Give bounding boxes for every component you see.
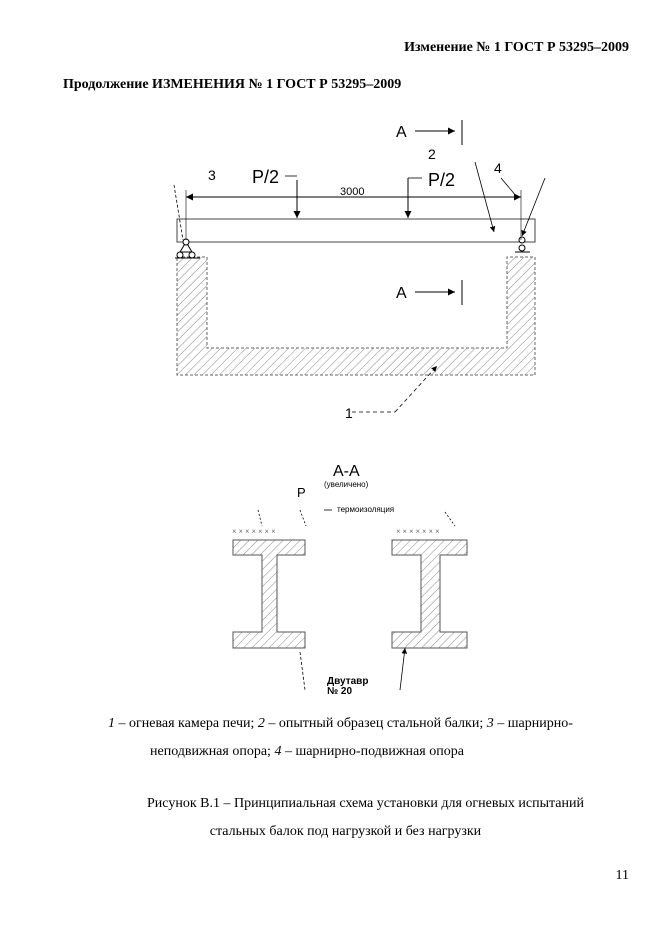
span-label: 3000: [340, 186, 364, 198]
legend-num-3: 3: [486, 716, 494, 731]
legend-text-4: – шарнирно-подвижная опора: [281, 744, 464, 759]
caption-line-1: Рисунок В.1 – Принципиальная схема устан…: [147, 796, 584, 811]
i-beam-right: [391, 539, 468, 649]
caption-line-2: стальных балок под нагрузкой и без нагру…: [209, 824, 482, 839]
section-label-bottom: А: [396, 285, 407, 302]
section-title: А-А: [333, 463, 360, 480]
roller-support: [515, 236, 530, 253]
section-load-label: P: [297, 485, 306, 500]
beam-label-line2: № 20: [327, 686, 352, 697]
insulation-label: термоизоляция: [337, 505, 394, 514]
span-dimension: [185, 190, 522, 240]
load-right-label: P/2: [428, 170, 455, 190]
load-arrows: [285, 175, 422, 218]
svg-text:× × × × × × ×: × × × × × × ×: [232, 527, 276, 536]
steel-beam: [176, 218, 536, 243]
beam-label-line1: Двутавр: [327, 676, 368, 687]
section-label-top: А: [396, 124, 407, 141]
callout-leaders: [173, 161, 546, 413]
svg-text:× × × × × × ×: × × × × × × ×: [396, 527, 440, 536]
legend-num-1: 1: [108, 716, 115, 731]
legend-num-2: 2: [257, 716, 265, 731]
section-subtitle: (увеличено): [324, 480, 369, 489]
callout-4: 4: [494, 160, 502, 176]
insulation-marks: × × × × × × × × × × × × × ×: [232, 527, 440, 536]
callout-1: 1: [345, 405, 353, 421]
figure-legend: 1 – огневая камера печи; 2 – опытный обр…: [60, 710, 640, 766]
furnace-chamber: [176, 256, 536, 376]
document-reference: Изменение № 1 ГОСТ Р 53295–2009: [404, 40, 629, 55]
i-beam-left: [232, 539, 306, 649]
page-number: 11: [615, 868, 629, 883]
legend-text-3-cont: неподвижная опора;: [150, 744, 275, 759]
continuation-title: Продолжение ИЗМЕНЕНИЯ № 1 ГОСТ Р 53295–2…: [63, 77, 402, 92]
callout-3: 3: [208, 167, 216, 183]
callout-2: 2: [428, 146, 436, 162]
legend-text-2: – опытный образец стальной балки;: [264, 716, 487, 731]
legend-text-1: – огневая камера печи;: [115, 716, 258, 731]
figure-caption: Рисунок В.1 – Принципиальная схема устан…: [0, 790, 661, 846]
section-marker-bottom: [415, 280, 463, 305]
section-marker-top: [415, 120, 463, 145]
legend-text-3: – шарнирно-: [493, 716, 573, 731]
legend-num-4: 4: [274, 744, 282, 759]
load-left-label: P/2: [252, 167, 279, 187]
